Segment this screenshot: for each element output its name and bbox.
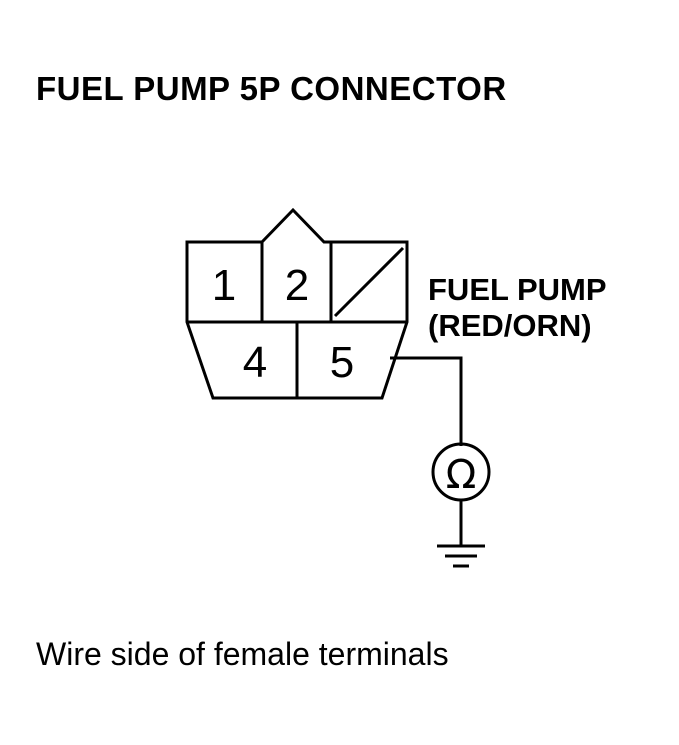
pin-1-label: 1 — [212, 261, 236, 310]
pin-4-label: 4 — [243, 338, 267, 387]
diagram-title: FUEL PUMP 5P CONNECTOR — [36, 70, 507, 107]
test-wire — [390, 356, 463, 446]
pin-5-label: 5 — [330, 338, 354, 387]
ohm-icon: Ω — [446, 452, 477, 498]
ground-icon — [437, 544, 485, 568]
wire-label-color: (RED/ORN) — [428, 308, 592, 343]
diagram-caption: Wire side of female terminals — [36, 636, 449, 672]
wire-label-name: FUEL PUMP — [428, 272, 607, 307]
unused-cavity-slash — [333, 246, 405, 318]
wire-label: FUEL PUMP (RED/ORN) — [428, 272, 607, 344]
connector-outline — [185, 207, 409, 400]
pin-2-label: 2 — [285, 261, 309, 310]
